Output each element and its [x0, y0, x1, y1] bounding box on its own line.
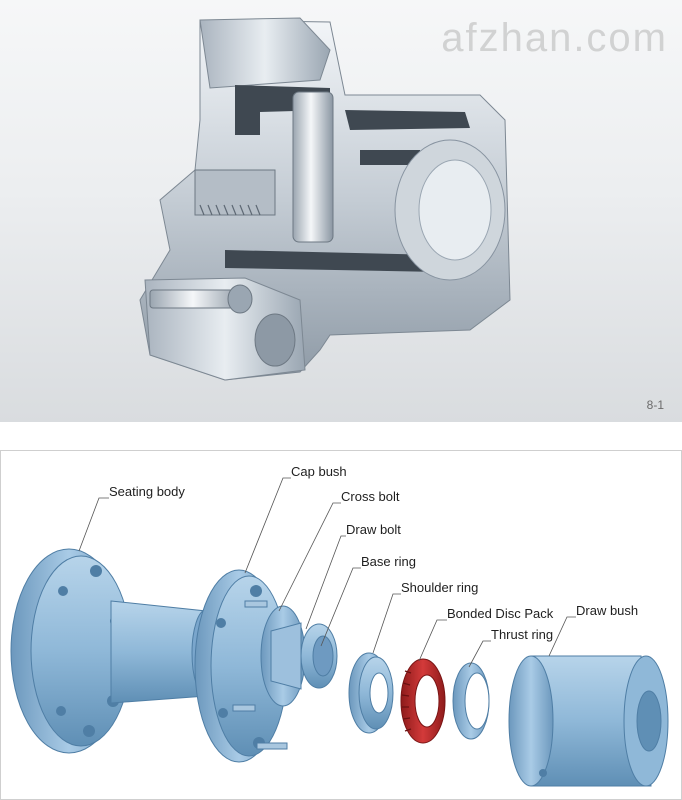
draw-bush-part	[508, 655, 669, 787]
label-cap-bush: Cap bush	[291, 464, 347, 479]
figure-number: 8-1	[646, 398, 664, 412]
label-bonded-disc-pack: Bonded Disc Pack	[447, 606, 554, 621]
label-draw-bolt: Draw bolt	[346, 522, 401, 537]
label-shoulder-ring: Shoulder ring	[401, 580, 478, 595]
label-cross-bolt: Cross bolt	[341, 489, 400, 504]
exploded-diagram: Seating body Cap bush Cross bolt Draw bo…	[10, 464, 669, 787]
watermark: afzhan.com	[441, 16, 668, 60]
draw-bolt-part	[300, 623, 338, 689]
cross-bolt-part	[260, 605, 306, 707]
bonded-disc-pack-part	[400, 658, 446, 744]
cutaway-body	[139, 17, 511, 381]
label-seating-body: Seating body	[109, 484, 185, 499]
cutaway-illustration	[139, 17, 511, 381]
exploded-diagram-panel: Seating body Cap bush Cross bolt Draw bo…	[0, 450, 682, 800]
label-draw-bush: Draw bush	[576, 603, 638, 618]
seating-body-part	[10, 548, 221, 754]
label-base-ring: Base ring	[361, 554, 416, 569]
base-ring-part	[348, 652, 394, 734]
cutaway-photo-panel: afzhan.com	[0, 0, 682, 422]
thrust-ring-part	[452, 662, 490, 740]
leader-lines	[78, 477, 576, 668]
panel-gap	[0, 422, 682, 450]
label-thrust-ring: Thrust ring	[491, 627, 553, 642]
